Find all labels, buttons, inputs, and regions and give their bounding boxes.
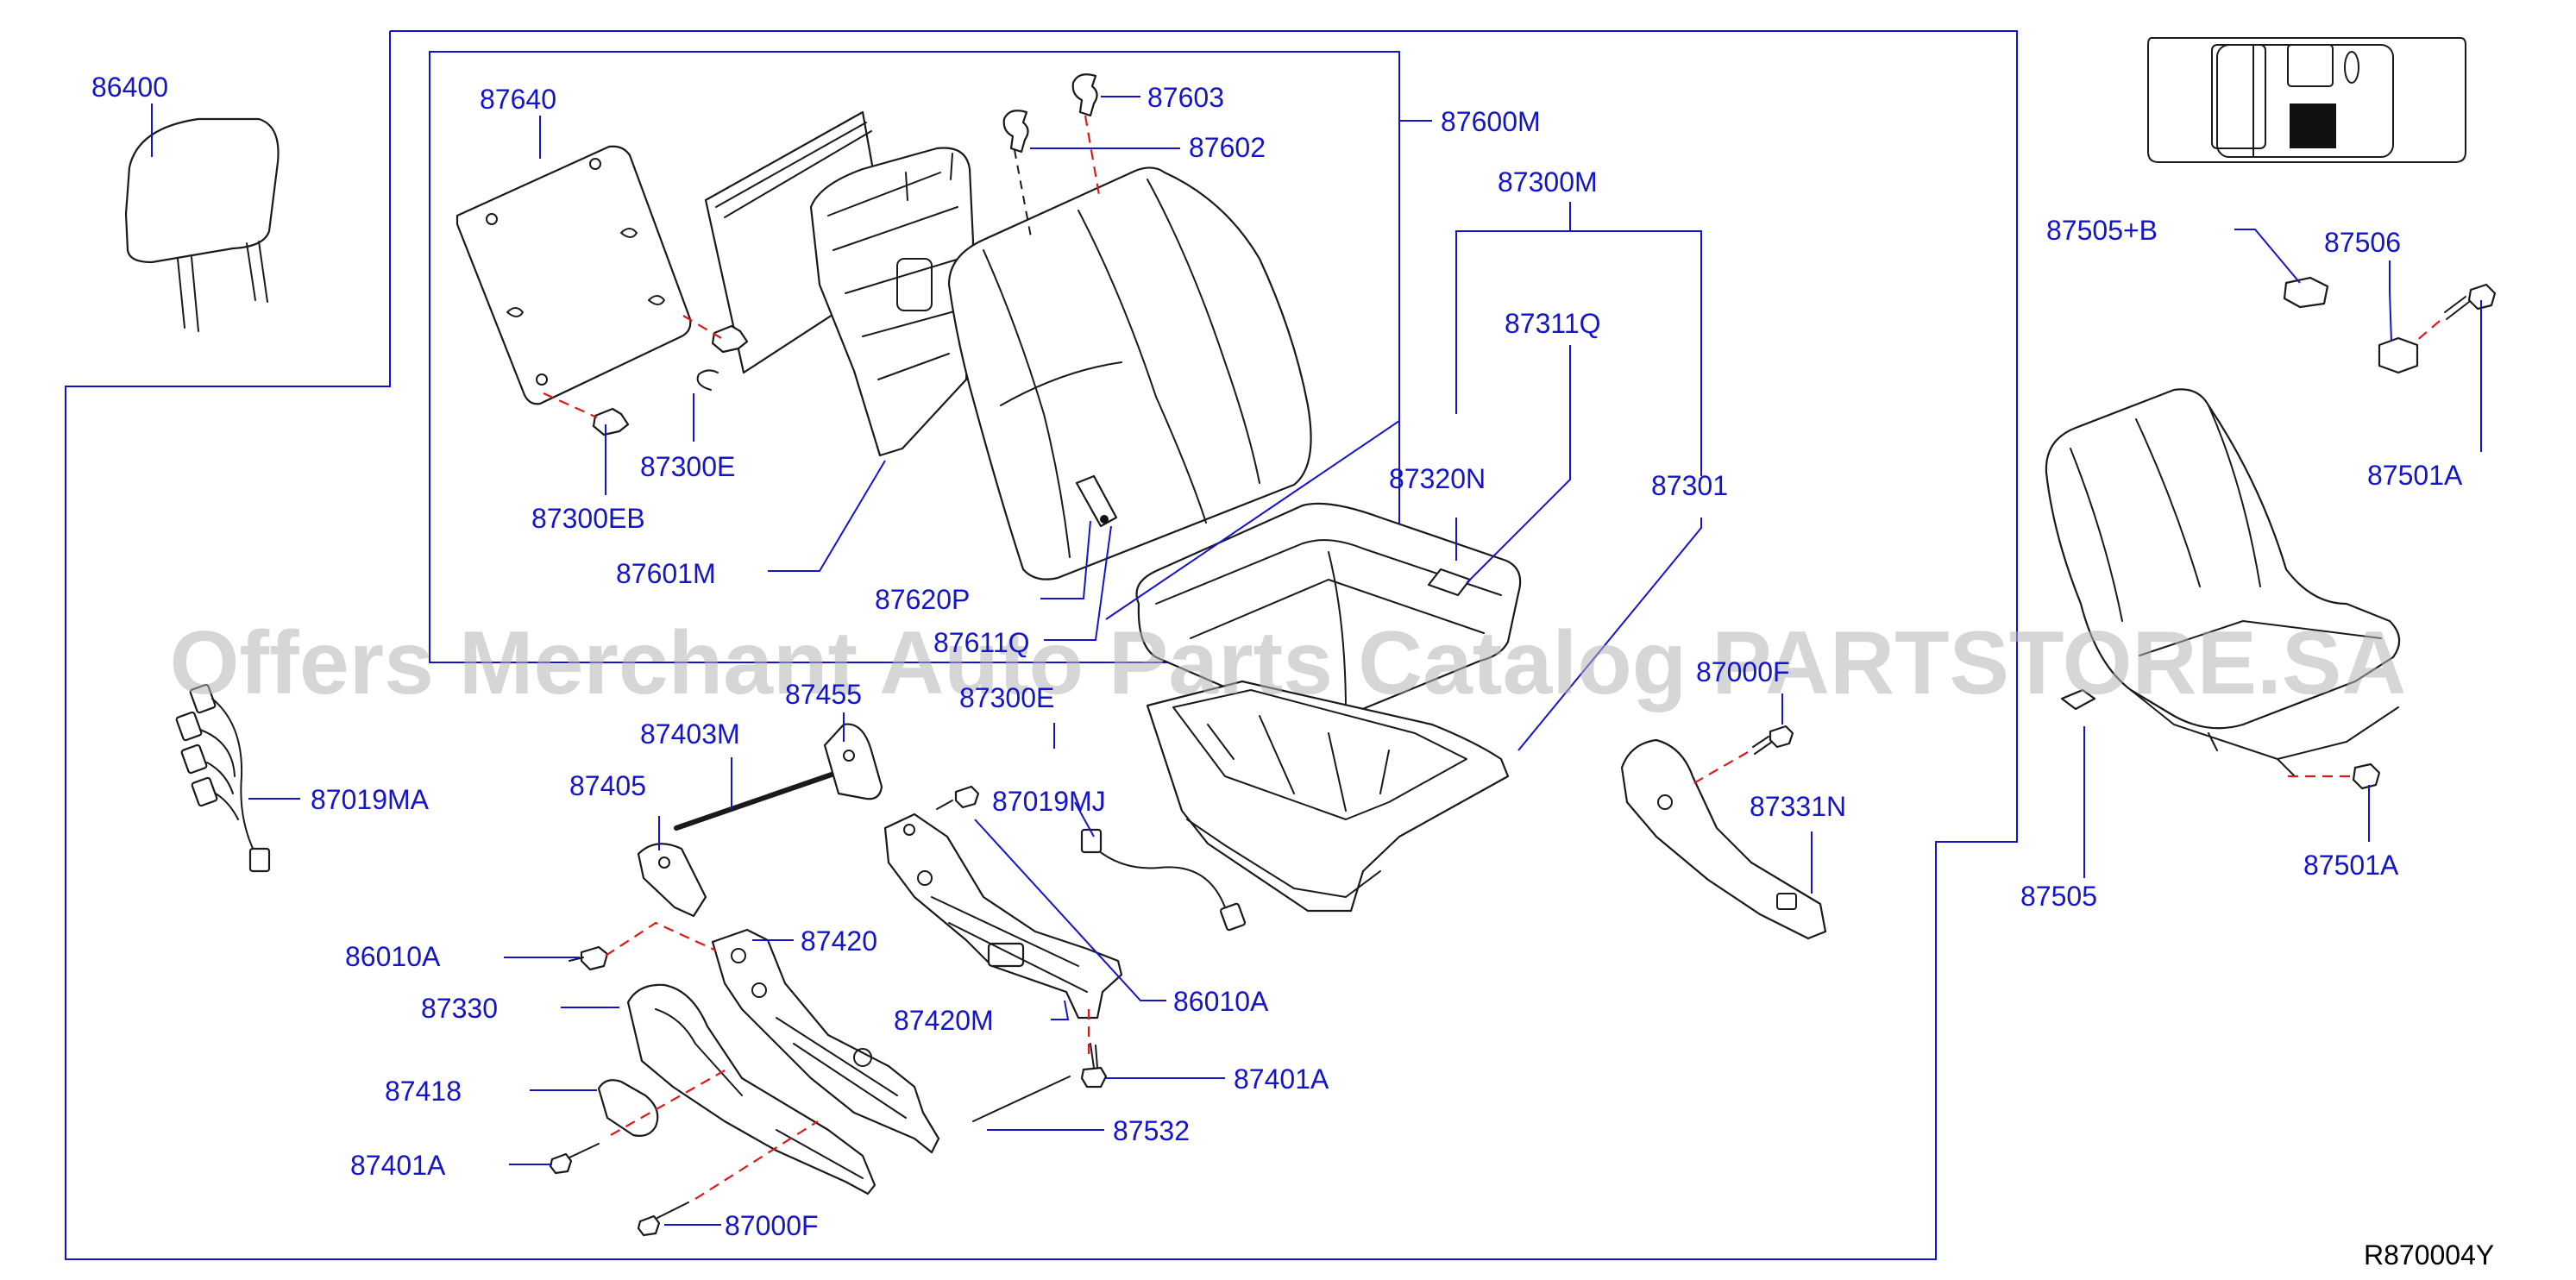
leader-lines	[151, 96, 2482, 1226]
bracket-87506	[2378, 336, 2419, 374]
seatback-frame	[809, 147, 975, 457]
clip-87300EB	[592, 324, 749, 436]
callout-87603[interactable]: 87603	[1147, 82, 1224, 113]
callout-87501A-top[interactable]: 87501A	[2367, 460, 2463, 491]
callout-87602[interactable]: 87602	[1189, 132, 1266, 163]
wire-harness-2	[1080, 828, 1247, 932]
callout-87405[interactable]: 87405	[569, 770, 646, 801]
rod	[674, 772, 834, 831]
assembly-line	[1084, 115, 1101, 196]
callout-87501A-bottom[interactable]: 87501A	[2303, 850, 2399, 881]
diagram-reference-code: R870004Y	[2364, 1239, 2494, 1271]
seat-cushion	[1135, 502, 1522, 722]
fastener-87603	[1071, 73, 1098, 117]
recliner-87420	[711, 928, 940, 1154]
back-board	[456, 145, 692, 405]
seat-cushion-frame	[1146, 680, 1510, 913]
callout-87600M[interactable]: 87600M	[1441, 106, 1541, 137]
callout-87420M[interactable]: 87420M	[894, 1005, 994, 1036]
callout-87403M[interactable]: 87403M	[640, 718, 740, 750]
callout-87300M[interactable]: 87300M	[1498, 166, 1598, 198]
callout-87620P[interactable]: 87620P	[875, 584, 970, 615]
recliner-lever-87405	[637, 843, 707, 918]
wire-harness	[175, 683, 271, 873]
recliner-lever-87455	[823, 723, 883, 800]
vehicle-locator-inset	[2147, 37, 2466, 163]
callout-87601M[interactable]: 87601M	[616, 558, 716, 589]
bolt-86010A-right	[936, 785, 980, 810]
callout-87000F-top[interactable]: 87000F	[1696, 656, 1790, 687]
callout-87505[interactable]: 87505	[2020, 881, 2097, 912]
callout-87611Q[interactable]: 87611Q	[933, 627, 1030, 658]
callout-87300E-2[interactable]: 87300E	[959, 682, 1054, 713]
callout-87532[interactable]: 87532	[1113, 1115, 1190, 1146]
callout-87401A-right[interactable]: 87401A	[1234, 1064, 1329, 1095]
callout-87640[interactable]: 87640	[480, 84, 556, 115]
bolt-87401A-right	[1080, 1043, 1108, 1089]
callout-87455[interactable]: 87455	[785, 679, 862, 710]
assembly-line	[2415, 320, 2441, 342]
assembly-line	[610, 1069, 727, 1136]
callout-86010A-left[interactable]: 86010A	[345, 941, 441, 972]
screw-87000F-bottom	[637, 1202, 689, 1237]
callout-87300EB[interactable]: 87300EB	[531, 503, 645, 534]
wire-87532	[972, 1076, 1071, 1122]
side-trim-87331N	[1620, 738, 1827, 940]
bolt-87000F-top	[1752, 725, 1794, 755]
callout-87401A-left[interactable]: 87401A	[350, 1150, 446, 1181]
assembly-line	[543, 392, 598, 419]
callout-87320N[interactable]: 87320N	[1389, 463, 1486, 494]
seat-slide-87420M	[883, 813, 1123, 1020]
seat-group-boundary	[65, 30, 2018, 1260]
callout-87301[interactable]: 87301	[1651, 470, 1728, 501]
screw-87401A-left	[549, 1143, 600, 1175]
callout-86010A-right[interactable]: 86010A	[1173, 986, 1269, 1017]
watermark-text: Offers Merchant Auto Parts Catalog PARTS…	[170, 613, 2407, 713]
callout-87300E[interactable]: 87300E	[640, 451, 735, 482]
callout-87330[interactable]: 87330	[421, 993, 498, 1024]
callout-87505B[interactable]: 87505+B	[2046, 215, 2158, 246]
side-cover-87330	[626, 983, 876, 1195]
complete-seat-assembly	[2045, 388, 2401, 777]
callout-87331N[interactable]: 87331N	[1750, 791, 1846, 822]
fastener-87602	[1002, 110, 1029, 154]
callout-86400[interactable]: 86400	[91, 72, 168, 103]
assembly-line	[694, 1120, 819, 1200]
handle-87418	[597, 1079, 659, 1137]
cover-87505B	[2283, 276, 2329, 309]
callout-87420[interactable]: 87420	[801, 925, 877, 957]
clip-87300E	[696, 369, 719, 391]
bolt-86010A-left	[569, 945, 609, 971]
bolt-87501A-bottom	[2352, 762, 2381, 790]
assembly-line	[605, 921, 717, 957]
callout-87019MA[interactable]: 87019MA	[311, 784, 430, 815]
callout-87311Q[interactable]: 87311Q	[1505, 308, 1601, 339]
assembly-line	[682, 315, 722, 339]
seatback-cushion	[947, 166, 1312, 580]
callout-87019MJ[interactable]: 87019MJ	[992, 786, 1106, 817]
callout-87000F-bottom[interactable]: 87000F	[725, 1210, 819, 1241]
headrest	[124, 117, 280, 332]
assembly-line	[1690, 751, 1749, 786]
bolt-87501A-top	[2444, 283, 2497, 320]
callout-87506[interactable]: 87506	[2324, 227, 2401, 258]
callout-87418[interactable]: 87418	[385, 1076, 462, 1107]
